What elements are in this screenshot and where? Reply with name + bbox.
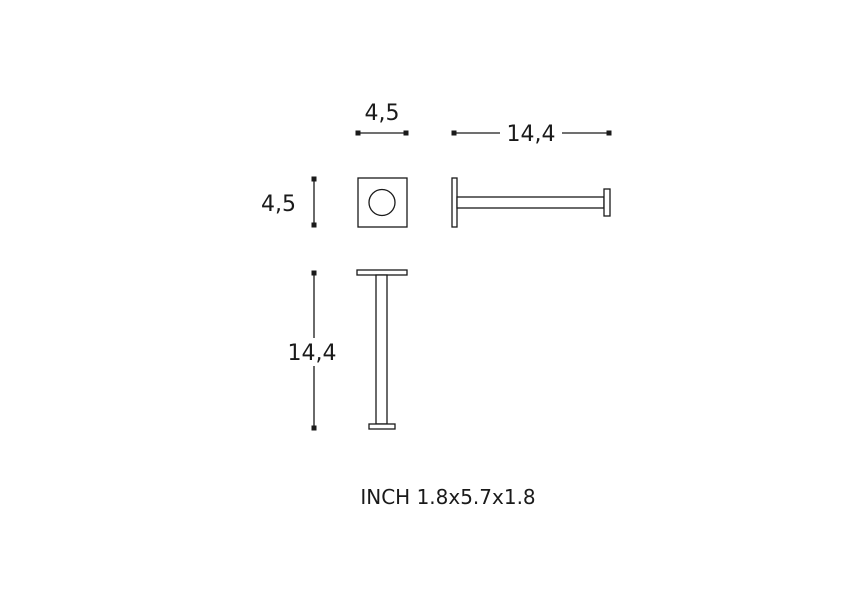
dim-left-height-label: 4,5: [261, 192, 296, 217]
dim-front-length: 14,4: [288, 270, 337, 431]
dim-left-height: 4,5: [261, 176, 317, 228]
dim-top-width: 4,5: [355, 101, 409, 136]
dim-side-length-label: 14,4: [507, 122, 556, 147]
dim-side-length: 14,4: [451, 122, 612, 147]
dim-front-length-label: 14,4: [288, 341, 337, 366]
front-view: [356, 269, 408, 430]
size-caption: INCH 1.8x5.7x1.8: [360, 485, 535, 509]
dim-top-width-label: 4,5: [365, 101, 400, 126]
plan-view: [357, 177, 408, 228]
side-view: [451, 177, 611, 228]
